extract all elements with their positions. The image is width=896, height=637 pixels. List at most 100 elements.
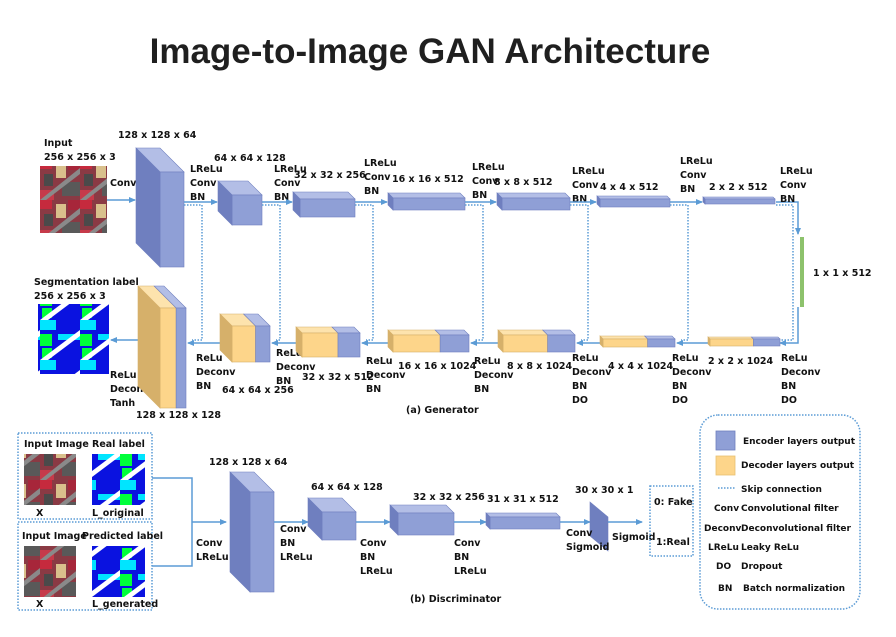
gen-skip-connection-2 xyxy=(355,204,374,341)
legend-text-lrelu: Leaky ReLu xyxy=(741,543,799,553)
gen-decoder-5-op-1: Deconv xyxy=(672,367,712,378)
page-title: Image-to-Image GAN Architecture xyxy=(150,32,711,71)
disc-layer-2-op-1: BN xyxy=(454,552,469,563)
disc-layer-shape-3: 31 x 31 x 512 xyxy=(487,494,559,505)
gen-caption: (a) Generator xyxy=(406,405,479,416)
gen-decoder-0-op-1: Deconv xyxy=(196,367,236,378)
gen-bottleneck-in-arrow xyxy=(776,201,801,235)
disc-layer-4-op-0: Sigmoid xyxy=(612,532,655,543)
disc-layer-block-1-front-0 xyxy=(321,511,357,541)
gen-decoder-5-op-2: BN xyxy=(672,381,687,392)
disc-pair-1-input-image xyxy=(24,546,76,597)
disc-layer-0-op-2: LReLu xyxy=(280,552,313,563)
gen-decoder-block-6-side xyxy=(707,336,711,347)
gen-decoder-4-op-1: Deconv xyxy=(572,367,612,378)
gen-encoder-0-op-1: Conv xyxy=(190,178,217,189)
legend-text-skip: Skip connection xyxy=(741,485,822,495)
legend-text-deconv: Deconvolutional filter xyxy=(741,524,851,534)
disc-layer-shape-1: 64 x 64 x 128 xyxy=(311,482,383,493)
gen-encoder-6-op-1: Conv xyxy=(780,180,807,191)
gen-decoder-block-1-front-0 xyxy=(231,325,256,363)
gen-encoder-4-op-2: BN xyxy=(572,194,587,205)
gen-decoder-block-2 xyxy=(295,326,361,358)
gen-decoder-block-0-front-1 xyxy=(175,307,187,409)
gen-bottleneck-bar xyxy=(800,237,804,307)
gen-output-shape: 256 x 256 x 3 xyxy=(34,291,106,302)
gen-skip-connection-1 xyxy=(262,204,281,341)
generator: Input 256 x 256 x 3 Conv Segmentation la… xyxy=(34,130,872,421)
gen-decoder-block-3 xyxy=(387,329,470,353)
disc-output-box xyxy=(649,485,694,557)
gen-encoder-2-op-1: Conv xyxy=(364,172,391,183)
gen-decoder-block-2-side xyxy=(295,326,303,358)
gen-decoder-block-3-top-0 xyxy=(387,329,441,336)
disc-output-fake: 0: Fake xyxy=(654,497,693,508)
gen-decoder-block-3-front-0 xyxy=(392,334,441,353)
disc-layer-block-0 xyxy=(229,471,275,593)
gen-decoder-block-1-side xyxy=(219,313,233,363)
gen-encoder-block-5-front-0 xyxy=(599,198,671,208)
gen-encoder-block-4-side xyxy=(496,192,503,211)
gen-decoder-3-op-2: BN xyxy=(474,384,489,395)
disc-layer-shape-2: 32 x 32 x 256 xyxy=(413,492,485,503)
gen-decoder-1-op-0: ReLu xyxy=(276,348,303,359)
gen-encoder-shape-2: 32 x 32 x 256 xyxy=(294,170,366,181)
gen-decoder-block-1 xyxy=(219,313,271,363)
gen-encoder-5-op-2: BN xyxy=(680,184,695,195)
gen-decoder-3-op-0: ReLu xyxy=(474,356,501,367)
disc-pair-1-left-title: Input Image xyxy=(22,531,87,542)
gen-decoder-block-2-front-1 xyxy=(337,332,361,358)
gen-decoder-2-op-0: ReLu xyxy=(366,356,393,367)
disc-input-merge-line xyxy=(152,477,193,567)
gen-encoder-block-0-front-0 xyxy=(159,171,185,268)
gen-decoder-block-5-top-0 xyxy=(599,335,649,340)
disc-layer-shape-0: 128 x 128 x 64 xyxy=(209,457,288,468)
disc-layer-1-op-1: BN xyxy=(360,552,375,563)
gen-encoder-block-6 xyxy=(702,196,776,205)
gen-decoder-block-5 xyxy=(599,335,676,348)
disc-layer-block-3 xyxy=(485,512,561,530)
gen-encoder-block-5-top-0 xyxy=(596,195,671,200)
gen-decoder-block-2-front-0 xyxy=(301,332,339,358)
gen-output-op-0: ReLu xyxy=(110,370,137,381)
discriminator: Input Image Real label X L_original Inpu… xyxy=(17,432,694,611)
gen-decoder-block-5-top-1 xyxy=(643,335,676,340)
disc-layer-3-op-0: Conv xyxy=(566,528,593,539)
legend-key-conv: Conv xyxy=(714,504,739,514)
gen-encoder-0-op-0: LReLu xyxy=(190,164,223,175)
disc-layer-1-op-2: LReLu xyxy=(360,566,393,577)
gen-bottleneck-skip xyxy=(776,204,794,341)
legend-encoder-swatch xyxy=(715,430,736,451)
legend-decoder-swatch xyxy=(715,455,736,476)
gen-decoder-4-op-3: DO xyxy=(572,395,588,406)
gen-decoder-4-op-2: BN xyxy=(572,381,587,392)
disc-layer-block-0-front-0 xyxy=(249,491,275,593)
disc-pair-0-real-label-image xyxy=(92,454,145,505)
gen-decoder-0-op-2: BN xyxy=(196,381,211,392)
disc-layer-1-op-0: Conv xyxy=(360,538,387,549)
gen-decoder-0-op-0: ReLu xyxy=(196,353,223,364)
gen-skip-connection-3 xyxy=(465,204,484,341)
gen-decoder-6-op-2: BN xyxy=(781,381,796,392)
gen-decoder-block-4-front-1 xyxy=(547,334,576,353)
disc-layer-3-op-1: Sigmoid xyxy=(566,542,609,553)
gen-encoder-3-op-1: Conv xyxy=(472,176,499,187)
gen-encoder-block-3-top-0 xyxy=(387,192,466,199)
gen-encoder-shape-6: 2 x 2 x 512 xyxy=(709,182,768,193)
gen-encoder-shape-0: 128 x 128 x 64 xyxy=(118,130,197,141)
gen-output-op-1: Deconv xyxy=(110,384,150,395)
disc-layer-block-2-side xyxy=(389,504,399,536)
gen-skip-connection-5 xyxy=(670,204,689,341)
disc-layer-block-3-top-0 xyxy=(485,512,561,518)
disc-pair-0-left-title: Input Image xyxy=(24,439,89,450)
gen-encoder-2-op-2: BN xyxy=(364,186,379,197)
gen-decoder-shape-1: 64 x 64 x 256 xyxy=(222,385,294,396)
disc-pair-1-right-caption: L_generated xyxy=(92,599,158,610)
gen-encoder-1-op-0: LReLu xyxy=(274,164,307,175)
gen-decoder-shape-0: 128 x 128 x 128 xyxy=(136,410,221,421)
disc-layer-block-1 xyxy=(307,497,357,541)
disc-pair-0-right-title: Real label xyxy=(92,439,145,450)
gen-encoder-block-3 xyxy=(387,192,466,211)
gen-decoder-block-5-side xyxy=(599,335,604,348)
gen-skip-connection-0 xyxy=(184,204,203,341)
